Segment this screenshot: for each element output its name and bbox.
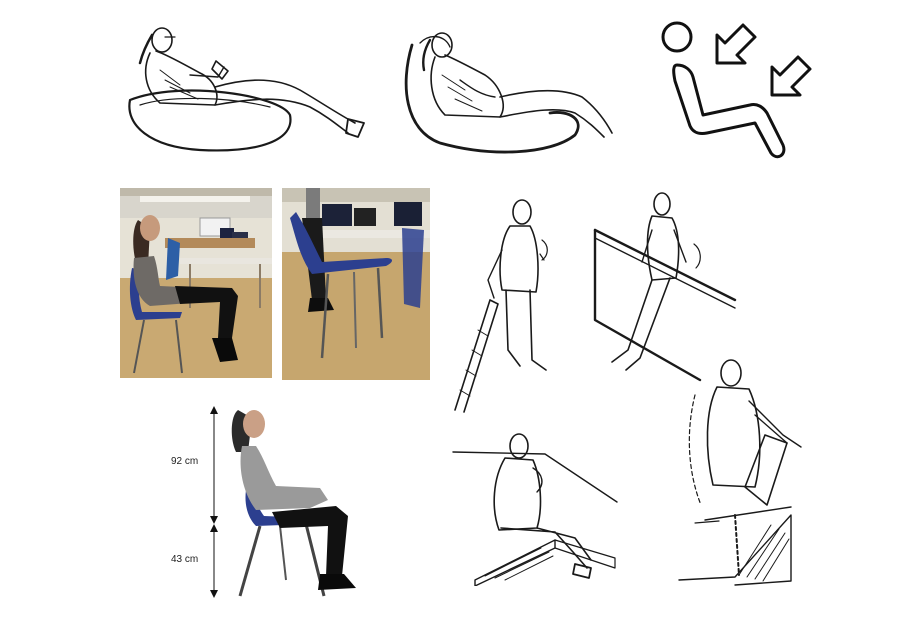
- measured-seated-figure: [160, 400, 380, 605]
- back-height-label: 92 cm: [171, 456, 199, 467]
- seat-height-dimension: [210, 524, 218, 598]
- arrow-down-left-icon: [770, 55, 812, 97]
- reclining-person-icon: [655, 15, 815, 160]
- sketch-railing-lean-front: [450, 190, 560, 415]
- photo-seated-woman: [120, 188, 272, 378]
- sketch-seated-ledge: [675, 355, 815, 590]
- sketch-seated-steps: [445, 428, 625, 586]
- sketch-beanbag-leaning: [400, 25, 620, 160]
- sketch-beanbag-reading: [120, 15, 375, 155]
- seat-height-label: 43 cm: [171, 554, 199, 565]
- back-height-dimension: [210, 406, 218, 524]
- photo-empty-chair: [282, 188, 430, 380]
- arrow-down-left-icon: [715, 23, 757, 65]
- sketch-railing-lean-back: [590, 190, 740, 385]
